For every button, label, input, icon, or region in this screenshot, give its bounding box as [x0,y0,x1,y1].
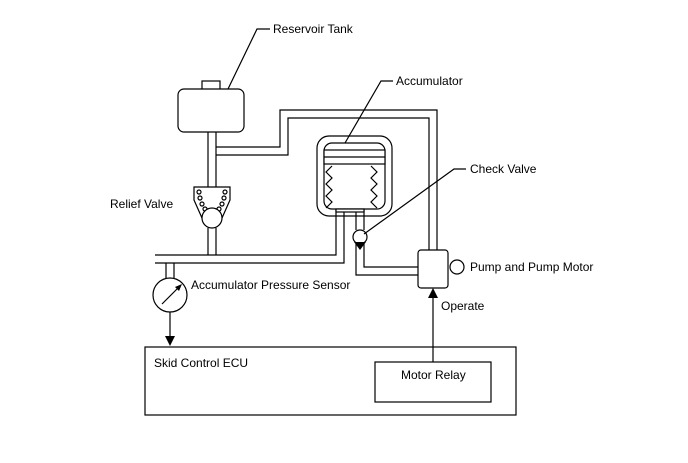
check-valve [352,229,368,250]
reservoir-to-pump-pipe [216,109,438,250]
accumulator-pressure-sensor-label: Accumulator Pressure Sensor [191,278,350,292]
motor-relay-label: Motor Relay [401,368,466,382]
motor-relay-box [374,361,492,403]
pressure-gauge [152,277,188,346]
sensor-pipe [165,263,175,278]
pump-and-pump-motor-label: Pump and Pump Motor [470,260,593,274]
accumulator [316,135,393,217]
accumulator-outlet-pipe [155,209,345,264]
reservoir-tank-label: Reservoir Tank [273,22,354,36]
pump-and-pump-motor [417,249,465,289]
reservoir-tank [177,80,245,133]
relief-valve-label: Relief Valve [110,197,173,211]
relief-valve [193,186,231,229]
skid-control-ecu-box [144,346,517,416]
skid-control-ecu-label: Skid Control ECU [154,356,248,370]
leader-lines [227,28,466,235]
operate-arrow [428,288,438,362]
check-valve-label: Check Valve [470,162,537,176]
operate-label: Operate [441,299,485,313]
accumulator-label: Accumulator [396,74,463,88]
reservoir-return-pipe [207,132,217,255]
